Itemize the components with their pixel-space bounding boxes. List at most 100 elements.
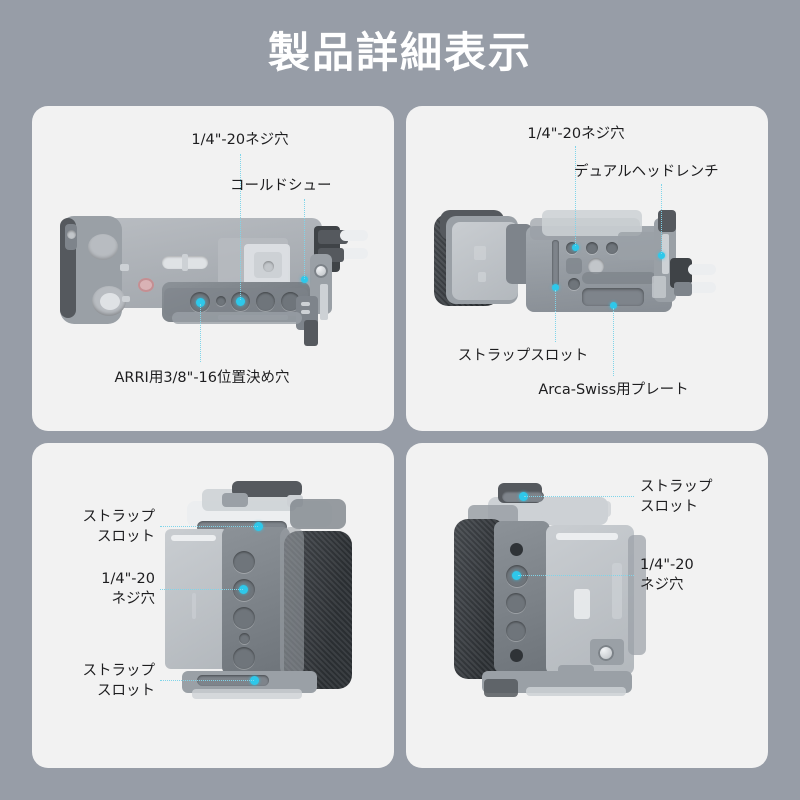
button-c2: [122, 296, 130, 302]
label-arca-swiss-plate: Arca-Swiss用プレート: [538, 382, 689, 398]
side-screw: [314, 264, 328, 278]
cage-hole-small-1: [239, 633, 250, 644]
leader-quarter-hole: [240, 154, 241, 300]
cage-hole-1: [233, 551, 255, 573]
leader-quarter-hole: [575, 146, 576, 246]
button-c1: [120, 264, 129, 271]
side-rail: [320, 284, 328, 320]
hot-shoe-cover: [232, 481, 302, 497]
shoe-pin: [263, 261, 274, 272]
leader-strap-slot: [555, 290, 556, 342]
label-quarter-screw-hole: 1/4"-20 ネジ穴: [101, 571, 155, 607]
mode-switch-lever: [182, 254, 188, 271]
clamp-thumbscrew-bottom: [688, 282, 716, 293]
cage-hole-3: [233, 607, 255, 629]
accent-dot-strap-slot-bottom: [250, 676, 259, 685]
cage-hole-3: [506, 621, 526, 641]
base-hole-5: [568, 278, 580, 290]
panel-right-side-view: ストラップ スロット 1/4"-20 ネジ穴: [406, 443, 768, 768]
base-recess: [618, 232, 658, 260]
base-rail: [526, 687, 626, 696]
strap-slot-vertical: [552, 240, 559, 286]
accent-dot-quarter-hole: [239, 585, 248, 594]
control-dial-inner: [100, 293, 120, 310]
arca-swiss-slot: [582, 288, 644, 306]
panel-left-side-view: ストラップ スロット 1/4"-20 ネジ穴 ストラップ スロット: [32, 443, 394, 768]
leader-strap-slot: [524, 496, 634, 497]
cage-hole-4: [233, 647, 255, 669]
camera-bottom-illustration: [406, 106, 768, 431]
thumbscrew-bottom: [340, 248, 368, 259]
clamp-thumbscrew-top: [688, 264, 716, 275]
accent-dot-quarter-hole: [236, 297, 245, 306]
cold-shoe-mark-up: [301, 302, 310, 306]
label-strap-slot-bottom: ストラップ スロット: [82, 663, 156, 699]
leader-quarter-hole: [518, 575, 634, 576]
lcd-icon-1: [474, 246, 486, 260]
cold-shoe-mark-down: [301, 310, 310, 314]
top-edge-rail: [541, 501, 611, 517]
accent-dot-quarter-hole: [572, 244, 579, 251]
accent-dot-cold-shoe: [301, 276, 308, 283]
screw-hole-2: [256, 292, 275, 311]
camera-left-side-illustration: [32, 443, 394, 768]
screw-hole-3: [281, 292, 300, 311]
leader-quarter-hole: [160, 589, 243, 590]
label-cold-shoe: コールドシュー: [230, 178, 332, 194]
panel-bottom-view: 1/4"-20ネジ穴 デュアルヘッドレンチ ストラップスロット Arca-Swi…: [406, 106, 768, 431]
lcd-edge-mark: [192, 593, 196, 619]
label-strap-slot: ストラップスロット: [457, 348, 589, 364]
panel-top-view: 1/4"-20ネジ穴 コールドシュー ARRI用3/8"-16位置決め穴: [32, 106, 394, 431]
base-hole-2: [586, 242, 598, 254]
label-quarter-screw-hole: 1/4"-20ネジ穴: [191, 132, 289, 148]
port-door: [574, 589, 590, 619]
screw-1: [598, 645, 614, 661]
label-quarter-screw-hole: 1/4"-20ネジ穴: [527, 126, 625, 142]
cage-hole-dark-1: [510, 543, 523, 556]
lcd-panel: [165, 529, 228, 669]
leader-arca-plate: [613, 308, 614, 376]
screw-hole-small-1: [216, 296, 226, 306]
record-button: [138, 278, 154, 292]
side-seam: [612, 563, 622, 619]
camera-right-side-illustration: [406, 443, 768, 768]
accent-dot-dual-head-wrench: [658, 252, 665, 259]
label-dual-head-wrench: デュアルヘッドレンチ: [574, 164, 719, 180]
camera-top-illustration: [32, 106, 394, 431]
label-quarter-screw-hole: 1/4"-20 ネジ穴: [640, 557, 694, 593]
back-panel-seam: [556, 533, 618, 540]
top-dial: [222, 493, 248, 507]
accent-dot-strap-slot-top: [254, 522, 263, 531]
clamp-block: [670, 258, 692, 288]
grip-inner-edge: [280, 527, 304, 677]
arca-rail: [582, 272, 656, 284]
lens-mount-ring: [542, 210, 642, 236]
label-strap-slot: ストラップ スロット: [640, 479, 713, 515]
cage-bottom-rail: [172, 312, 302, 324]
cage-side-body: [222, 527, 290, 675]
right-edge: [628, 535, 646, 655]
tripod-socket: [588, 258, 604, 274]
accent-dot-arri-hole: [196, 298, 205, 307]
power-dot: [67, 230, 76, 239]
accent-dot-quarter-hole: [512, 571, 521, 580]
thumbscrew-top: [340, 230, 368, 241]
label-strap-slot-top: ストラップ スロット: [82, 509, 156, 545]
accent-dot-arca-plate: [610, 302, 617, 309]
lcd-hinge: [171, 535, 216, 541]
leader-strap-slot-bottom: [160, 680, 254, 681]
page-title: 製品詳細表示: [267, 28, 532, 77]
wrench-tip: [652, 276, 666, 298]
leader-cold-shoe: [304, 199, 305, 279]
cold-shoe-foot: [304, 320, 318, 346]
cage-top-right: [290, 499, 346, 529]
base-hole-4: [566, 258, 582, 274]
leader-dual-head-wrench: [661, 184, 662, 254]
base-corner: [484, 679, 518, 697]
lcd-icon-2: [478, 272, 486, 282]
base-rail: [192, 689, 302, 699]
leader-strap-slot-top: [160, 526, 258, 527]
accent-dot-strap-slot: [552, 284, 559, 291]
base-hole-3: [606, 242, 618, 254]
